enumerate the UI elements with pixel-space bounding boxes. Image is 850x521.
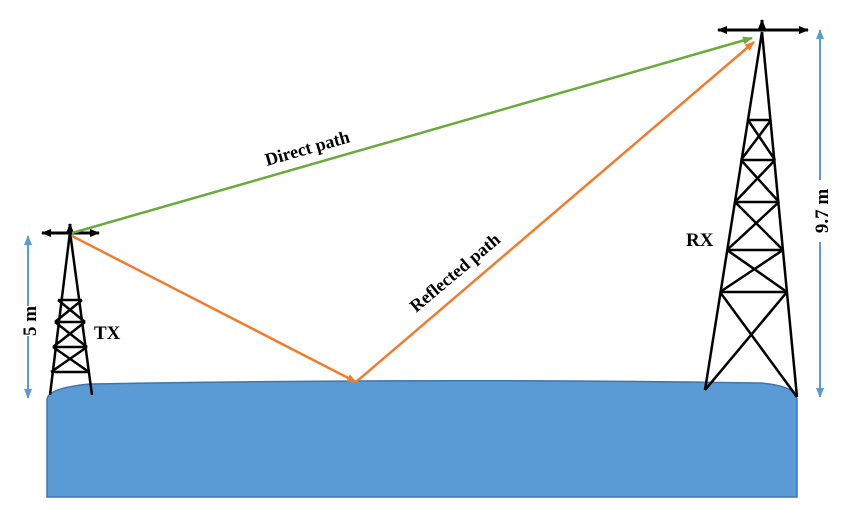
rx-tower (703, 31, 799, 398)
reflected-path-reflected-arrow (355, 41, 755, 383)
direct-path-arrow (71, 36, 753, 235)
reflected-path-incident-arrow (71, 234, 357, 384)
tx-height-label-gap (18, 306, 40, 336)
rx-label: RX (686, 230, 714, 251)
direct-path-label: Direct path (263, 127, 352, 170)
rx-height-label-gap (810, 180, 832, 242)
reflected-path-label: Reflected path (406, 229, 504, 316)
rx-height-label: 9.7 m (812, 189, 833, 234)
tx-tower (48, 231, 94, 396)
tx-height-label: 5 m (20, 306, 41, 336)
tx-label: TX (94, 323, 121, 344)
water-surface (46, 379, 798, 498)
